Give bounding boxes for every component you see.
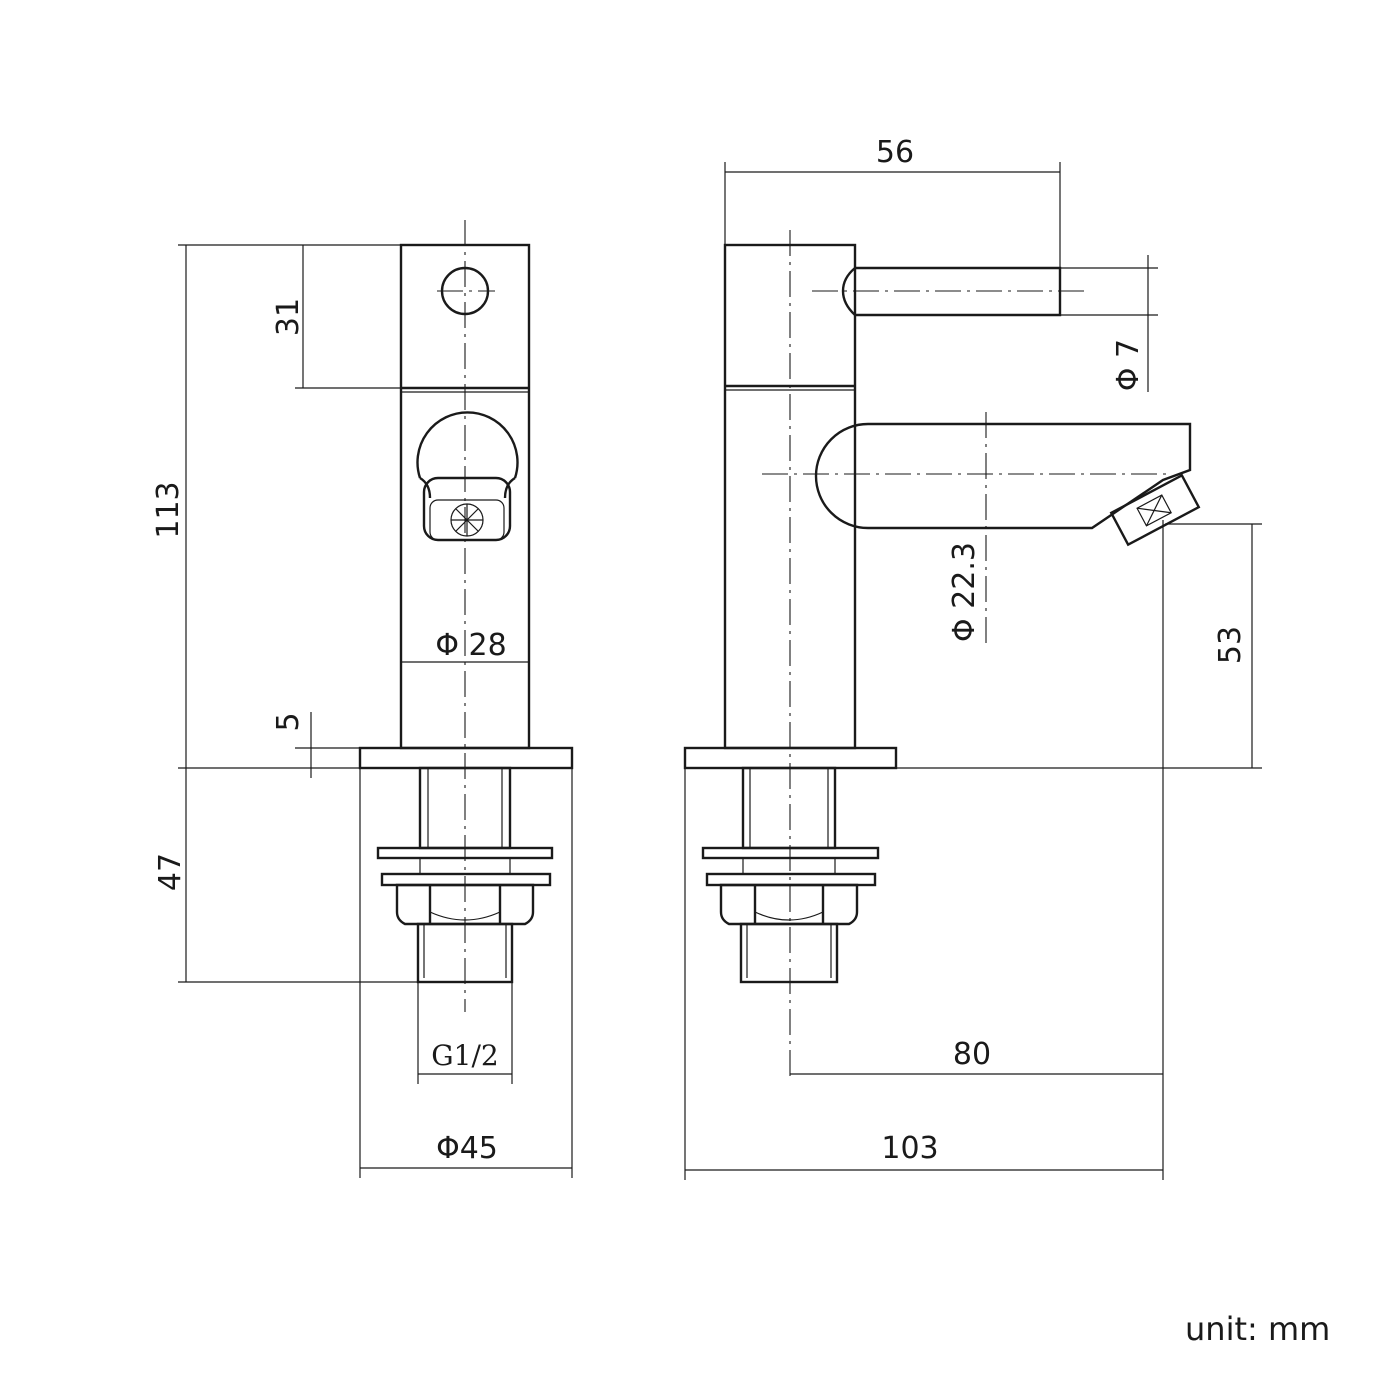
side-dimensions: 56 Φ 7 Φ 22.3 53 80 103 [684, 135, 1262, 1180]
side-thread [739, 922, 839, 984]
side-shank [741, 766, 837, 850]
dim-spout-reach: 80 [953, 1037, 991, 1072]
dim-base-plate-thickness: 5 [271, 712, 306, 731]
dim-base-diameter: Φ45 [436, 1131, 498, 1166]
dim-spout-outlet-height: 53 [1213, 626, 1248, 664]
front-spout-end [416, 411, 519, 479]
dim-handle-length: 56 [876, 135, 914, 170]
dim-overall-height: 113 [151, 481, 186, 538]
side-washer-bottom [705, 872, 877, 887]
side-spout [814, 422, 1192, 530]
front-aerator-spokes [451, 504, 483, 536]
dim-overall-depth: 103 [881, 1131, 938, 1166]
dim-thread-size: G1/2 [431, 1039, 498, 1072]
front-base-plate [358, 746, 574, 770]
side-nut [719, 883, 859, 926]
side-view [683, 230, 1201, 1080]
side-aerator [1109, 473, 1201, 547]
side-lever-handle [841, 266, 1062, 317]
dim-below-deck-length: 47 [153, 853, 188, 891]
dim-spout-diameter: Φ 22.3 [947, 542, 982, 642]
front-dimensions: 113 31 5 47 Φ 28 G1/2 Φ45 [151, 244, 573, 1178]
dim-handle-diameter: Φ 7 [1111, 339, 1146, 391]
dim-handle-section-height: 31 [271, 298, 306, 336]
unit-label: unit: mm [1185, 1310, 1331, 1348]
front-view [358, 220, 574, 1012]
front-washer-bottom [380, 872, 552, 887]
dim-body-diameter: Φ 28 [435, 628, 506, 663]
front-nut [395, 883, 535, 926]
